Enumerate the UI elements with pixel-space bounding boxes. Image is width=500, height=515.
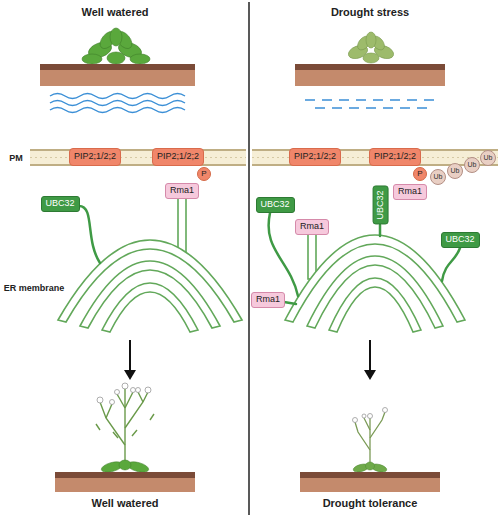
- membrane-label: ER membrane: [4, 283, 65, 293]
- node-text: PIP2;1/2;2: [74, 152, 116, 162]
- node-text: Ub: [434, 173, 443, 181]
- node-text: Rma1: [170, 186, 194, 196]
- rma1-box: Rma1: [393, 184, 427, 200]
- ubc32-box: UBC32: [372, 185, 388, 224]
- membrane-label: PM: [9, 153, 23, 163]
- aquaporin-box: PIP2;1/2;2: [369, 148, 421, 166]
- soil-surface: [55, 472, 195, 478]
- ubc32-anchor: [79, 206, 460, 304]
- aquaporin-box: PIP2;1/2;2: [69, 148, 121, 166]
- node-text: UBC32: [261, 200, 290, 210]
- panel-heading: Drought stress: [331, 6, 409, 19]
- soil: [40, 70, 195, 86]
- ubc32-box: UBC32: [441, 232, 480, 248]
- soil-surface: [295, 64, 445, 70]
- er-membrane: [58, 198, 242, 332]
- panel-heading: Well watered: [81, 6, 148, 19]
- node-text: Rma1: [300, 222, 324, 232]
- rma1-box: Rma1: [251, 292, 285, 308]
- ubiquitin-circle: Ub: [430, 169, 446, 185]
- node-text: PIP2;1/2;2: [157, 152, 199, 162]
- outcome-label: Well watered: [91, 497, 158, 510]
- phospho-label: P: [201, 169, 206, 178]
- node-text: UBC32: [46, 199, 75, 209]
- node-text: PIP2;1/2;2: [294, 152, 336, 162]
- node-text: PIP2;1/2;2: [374, 152, 416, 162]
- node-text: Rma1: [256, 295, 280, 305]
- soil: [295, 70, 445, 86]
- ubc32-box: UBC32: [41, 196, 80, 212]
- ubiquitin-circle: Ub: [447, 163, 463, 179]
- node-text: Rma1: [398, 187, 422, 197]
- node-text: Ub: [484, 154, 493, 162]
- rma1-box: Rma1: [295, 219, 329, 235]
- node-text: UBC32: [446, 235, 475, 245]
- flowering-plant: [352, 408, 387, 474]
- flowering-plant: [96, 383, 154, 474]
- rma1-box: Rma1: [165, 183, 199, 199]
- node-text: UBC32: [375, 190, 385, 219]
- phospho-site: [198, 168, 427, 181]
- soil-surface: [40, 64, 195, 70]
- node-text: Ub: [468, 161, 477, 169]
- soil: [55, 478, 195, 492]
- water-waves: [50, 94, 185, 113]
- aquaporin-box: PIP2;1/2;2: [152, 148, 204, 166]
- scarce-water: [305, 100, 440, 108]
- er-membrane: [285, 234, 465, 332]
- outcome-label: Drought tolerance: [323, 497, 418, 510]
- down-arrow: [124, 340, 376, 380]
- soil: [300, 478, 440, 492]
- ubc32-box: UBC32: [256, 197, 295, 213]
- panel-divider: [248, 2, 250, 515]
- ubiquitin-circle: Ub: [464, 157, 480, 173]
- stressed-rosette: [347, 32, 396, 63]
- aquaporin-box: PIP2;1/2;2: [289, 148, 341, 166]
- soil-surface: [300, 472, 440, 478]
- healthy-rosette: [82, 28, 150, 64]
- node-text: Ub: [451, 167, 460, 175]
- phospho-label: P: [417, 169, 422, 178]
- ubiquitin-circle: Ub: [480, 150, 496, 166]
